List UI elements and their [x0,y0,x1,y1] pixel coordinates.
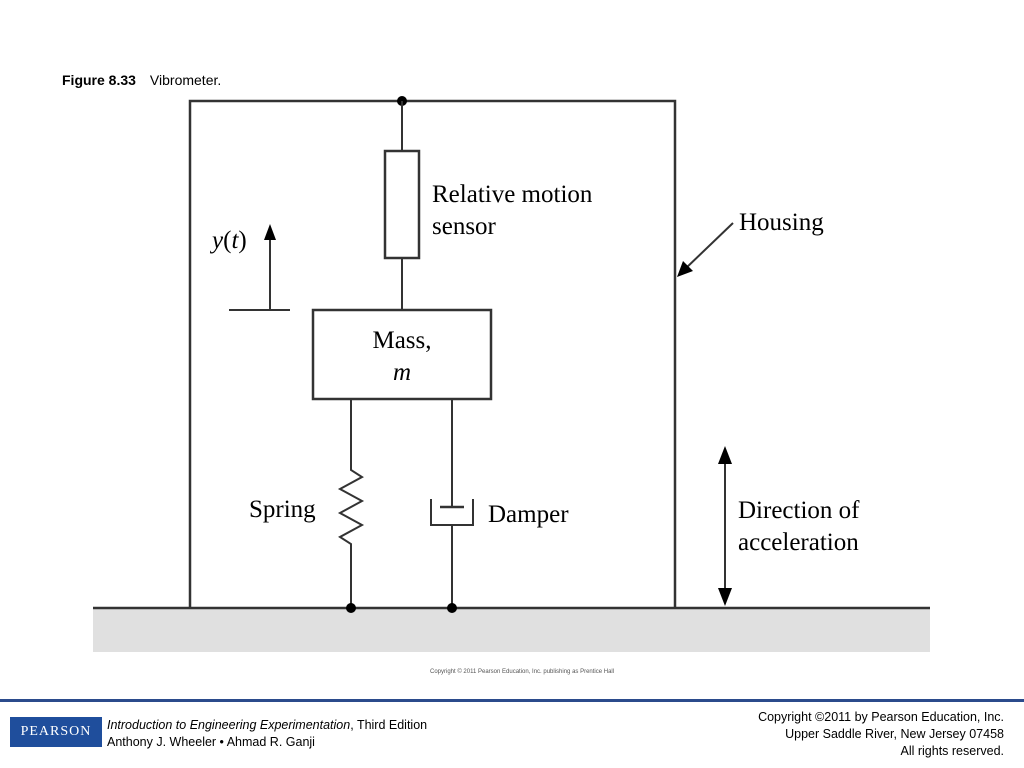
book-authors: Anthony J. Wheeler • Ahmad R. Ganji [107,735,315,749]
displacement-variable: y [209,227,224,254]
book-title: Introduction to Engineering Experimentat… [107,718,351,732]
spring [337,399,365,608]
mass-label-line2: m [393,359,411,386]
ground-surface [93,609,930,652]
mass-block [311,308,493,401]
figure-number: Figure 8.33 [62,72,136,88]
housing-pointer-arrowhead [677,261,693,277]
copyright-line-3: All rights reserved. [900,744,1004,758]
copyright-line-1: Copyright ©2011 by Pearson Education, In… [758,710,1004,724]
vibrometer-diagram: Relative motion sensor Housing y(t) Mass… [93,96,930,652]
direction-label-line2: acceleration [738,529,859,556]
figure-title: Vibrometer. [149,72,222,88]
damper-label: Damper [488,501,569,528]
housing-frame [188,99,677,608]
copyright-block: Copyright ©2011 by Pearson Education, In… [758,709,1004,760]
book-edition: , Third Edition [350,718,428,732]
image-copyright: Copyright © 2011 Pearson Education, Inc.… [430,669,615,675]
book-info: Introduction to Engineering Experimentat… [107,717,427,751]
displacement-paren-open: ( [223,227,231,254]
damper-ground-pivot [447,603,457,613]
footer-divider [0,699,1024,702]
acceleration-arrowhead-down [718,588,732,606]
housing-label: Housing [739,209,824,236]
pearson-logo: PEARSON [10,717,102,747]
direction-label-line1: Direction of [738,497,860,524]
copyright-line-2: Upper Saddle River, New Jersey 07458 [785,727,1004,741]
housing-pointer-shaft [683,222,734,271]
displacement-time: t [231,227,239,254]
spring-label: Spring [249,496,316,523]
sensor-label-line2: sensor [432,213,497,240]
displacement-paren-close: ) [238,227,246,254]
figure-caption: Figure 8.33 Vibrometer. [62,72,221,88]
displacement-label: y(t) [209,227,247,254]
displacement-arrowhead [264,224,276,240]
book-title-line: Introduction to Engineering Experimentat… [107,717,427,734]
mass-label-line1: Mass, [372,327,431,354]
relative-motion-sensor [383,149,421,260]
sensor-label-line1: Relative motion [432,181,593,208]
spring-ground-pivot [346,603,356,613]
acceleration-arrowhead-up [718,446,732,464]
